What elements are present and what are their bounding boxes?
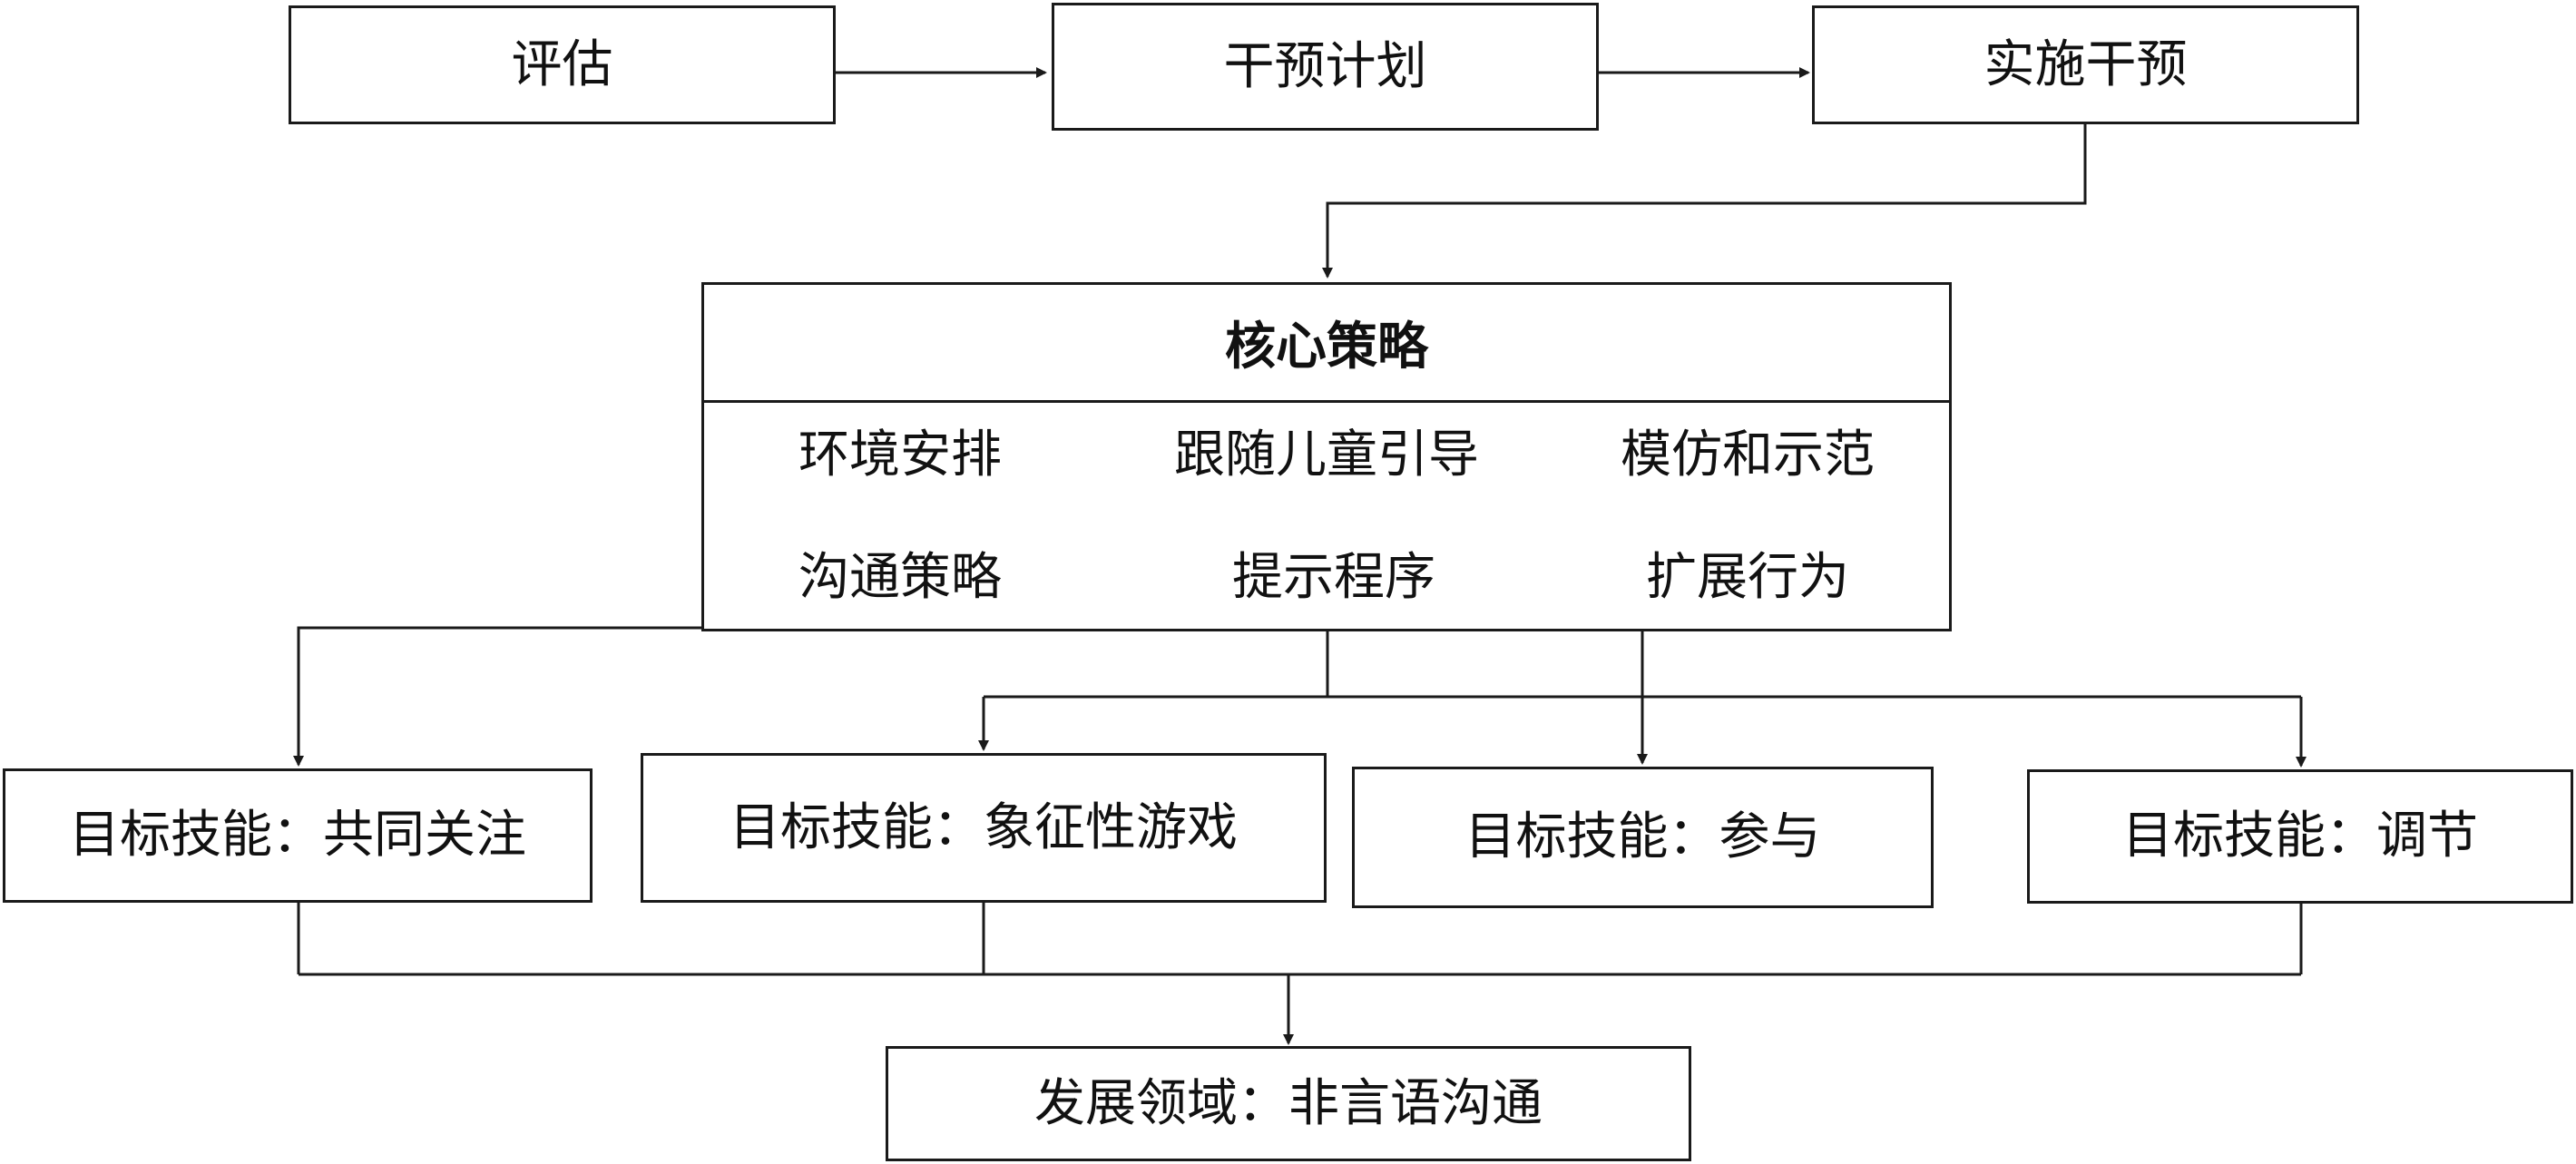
target-symbolic-play-label: 目标技能：象征性游戏: [730, 797, 1238, 857]
strategy-prompting-procedure: 提示程序: [1232, 548, 1435, 607]
target-regulation-label: 目标技能：调节: [2122, 807, 2478, 866]
strategy-follow-child-lead: 跟随儿童引导: [1174, 425, 1479, 484]
target-regulation-box: 目标技能：调节: [2027, 769, 2573, 904]
arrow-implement-to-core: [1322, 124, 2087, 279]
plan-box: 干预计划: [1052, 3, 1599, 131]
assessment-box: 评估: [289, 5, 836, 124]
strategy-imitation-modeling: 模仿和示范: [1621, 425, 1875, 484]
core-strategies-box: 核心策略 环境安排 跟随儿童引导 模仿和示范 沟通策略 提示程序 扩展行为: [701, 282, 1952, 631]
target-joint-attention-label: 目标技能：共同关注: [69, 806, 526, 865]
implement-box: 实施干预: [1812, 5, 2359, 124]
development-domain-box: 发展领域：非言语沟通: [886, 1046, 1691, 1161]
arrow-core-to-target-joint-attention: [293, 626, 704, 767]
target-symbolic-play-box: 目标技能：象征性游戏: [641, 753, 1327, 903]
target-engagement-box: 目标技能：参与: [1352, 767, 1934, 908]
target-engagement-label: 目标技能：参与: [1464, 807, 1821, 866]
plan-label: 干预计划: [1223, 36, 1427, 96]
core-strategies-title: 核心策略: [704, 285, 1949, 403]
implement-label: 实施干预: [1983, 34, 2188, 94]
strategy-expanding-behavior: 扩展行为: [1646, 548, 1849, 607]
assessment-label: 评估: [511, 34, 613, 94]
strategy-communication: 沟通策略: [798, 548, 1002, 607]
strategy-environment-arrangement: 环境安排: [798, 425, 1002, 484]
development-domain-label: 发展领域：非言语沟通: [1034, 1073, 1543, 1133]
target-joint-attention-box: 目标技能：共同关注: [3, 768, 593, 903]
